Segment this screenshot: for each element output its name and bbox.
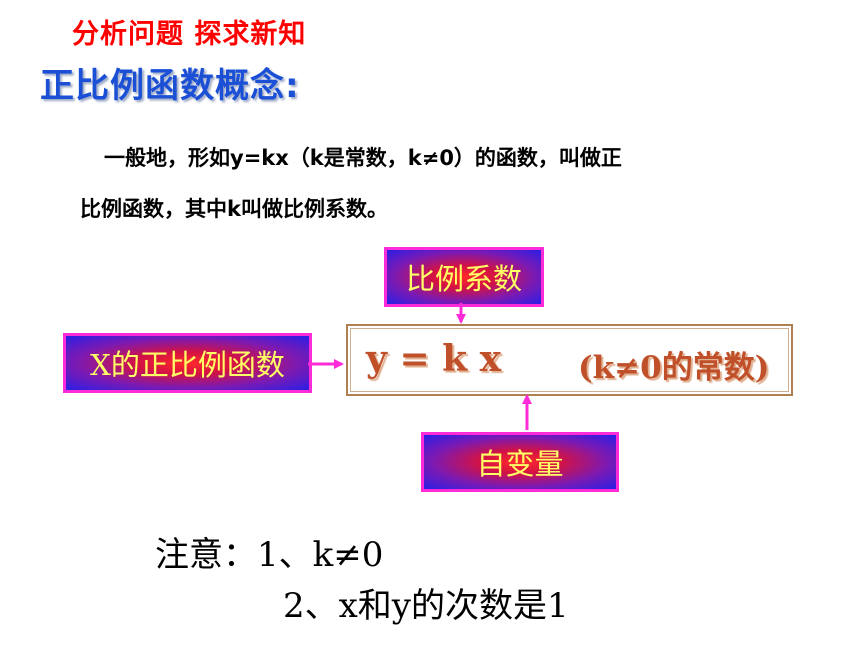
- variable-label-box: 自变量: [421, 432, 619, 492]
- note-line-2: 2、x和y的次数是1: [283, 586, 569, 626]
- note-line-1: 注意：1、k≠0: [155, 535, 384, 575]
- coefficient-label-box: 比例系数: [384, 247, 544, 307]
- header-title: 分析问题 探求新知: [72, 19, 307, 50]
- x-function-label: X的正比例函数: [90, 348, 285, 382]
- definition-line-1: 一般地，形如y=kx（k是常数，k≠0）的函数，叫做正: [104, 146, 622, 170]
- definition-line-2: 比例函数，其中k叫做比例系数。: [80, 197, 388, 221]
- formula-condition: (k≠0的常数): [578, 350, 770, 386]
- coefficient-label: 比例系数: [405, 262, 522, 296]
- variable-label: 自变量: [476, 447, 564, 481]
- section-title: 正比例函数概念:: [40, 66, 300, 106]
- formula-text: y = k x: [366, 338, 502, 380]
- formula-box: [346, 324, 793, 396]
